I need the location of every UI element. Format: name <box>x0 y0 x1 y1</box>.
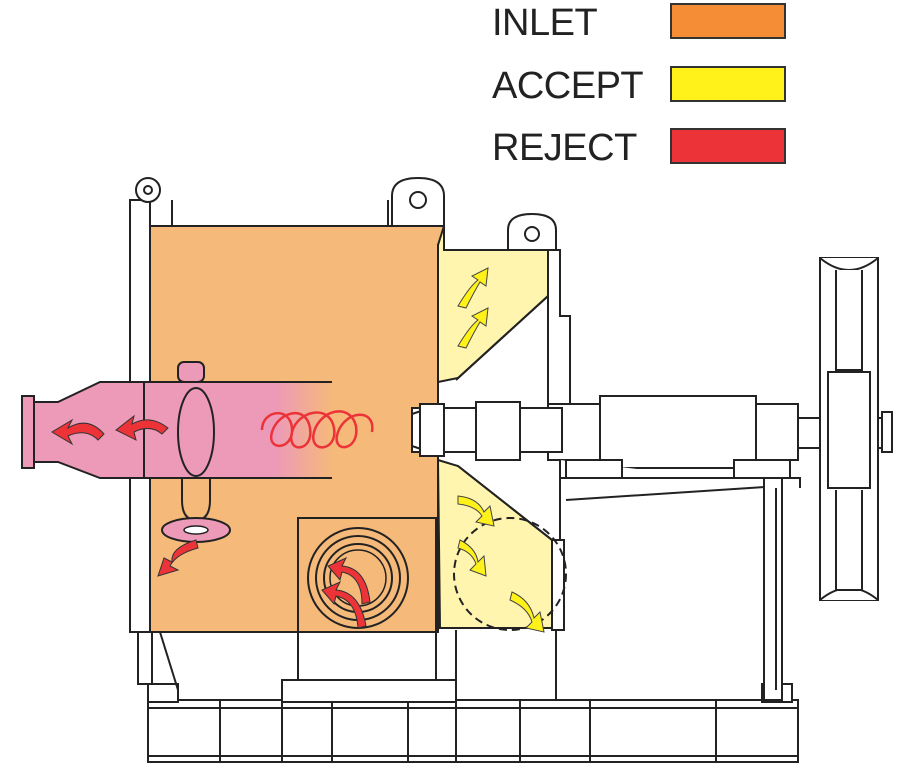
legend-swatch <box>670 128 786 164</box>
legend-label: INLET <box>492 2 598 44</box>
reject-flow-arrows <box>51 414 371 629</box>
vortex-spiral <box>260 410 374 449</box>
accept-flow-arrows <box>457 267 545 633</box>
lifting-lugs <box>391 176 557 251</box>
legend-label: REJECT <box>492 127 637 169</box>
legend-label: ACCEPT <box>492 65 644 107</box>
legend-swatch <box>670 66 786 102</box>
legend-item-reject: REJECT <box>492 125 792 171</box>
drive-pulley <box>819 257 879 601</box>
legend-swatch <box>670 3 786 39</box>
legend-item-accept: ACCEPT <box>492 63 792 109</box>
base-frame <box>147 679 799 763</box>
accept-outlet-outline <box>453 517 567 631</box>
legend-item-inlet: INLET <box>492 0 792 46</box>
bearing-housing <box>455 249 801 701</box>
